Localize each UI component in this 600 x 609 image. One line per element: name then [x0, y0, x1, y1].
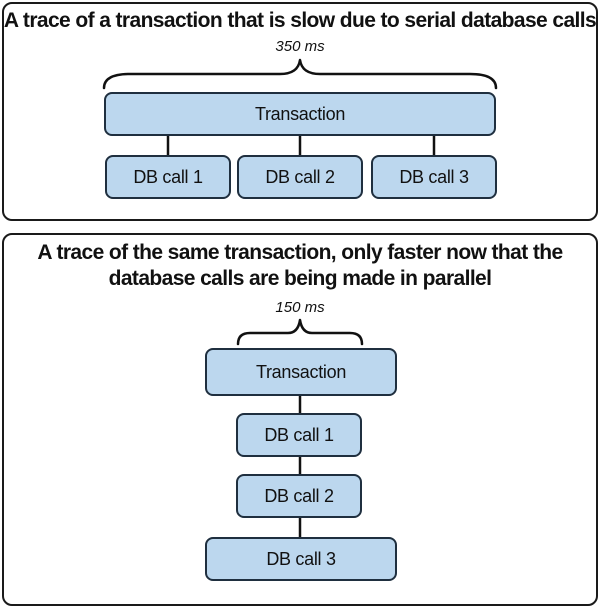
- parallel-db-call-3-box: DB call 3: [205, 537, 397, 581]
- serial-db-call-2-box: DB call 2: [237, 155, 363, 199]
- serial-duration-label: 350 ms: [275, 38, 325, 55]
- parallel-duration-label: 150 ms: [275, 299, 325, 316]
- serial-db-call-1-box: DB call 1: [105, 155, 231, 199]
- serial-transaction-box: Transaction: [104, 92, 496, 136]
- parallel-trace-title-line2: database calls are being made in paralle…: [108, 267, 492, 290]
- parallel-db-call-2-box: DB call 2: [236, 474, 362, 518]
- parallel-db-call-1-box: DB call 1: [236, 413, 362, 457]
- serial-db-call-3-box: DB call 3: [371, 155, 497, 199]
- parallel-transaction-box: Transaction: [205, 348, 397, 396]
- parallel-trace-title-line1: A trace of the same transaction, only fa…: [37, 241, 563, 264]
- serial-trace-title: A trace of a transaction that is slow du…: [3, 9, 597, 32]
